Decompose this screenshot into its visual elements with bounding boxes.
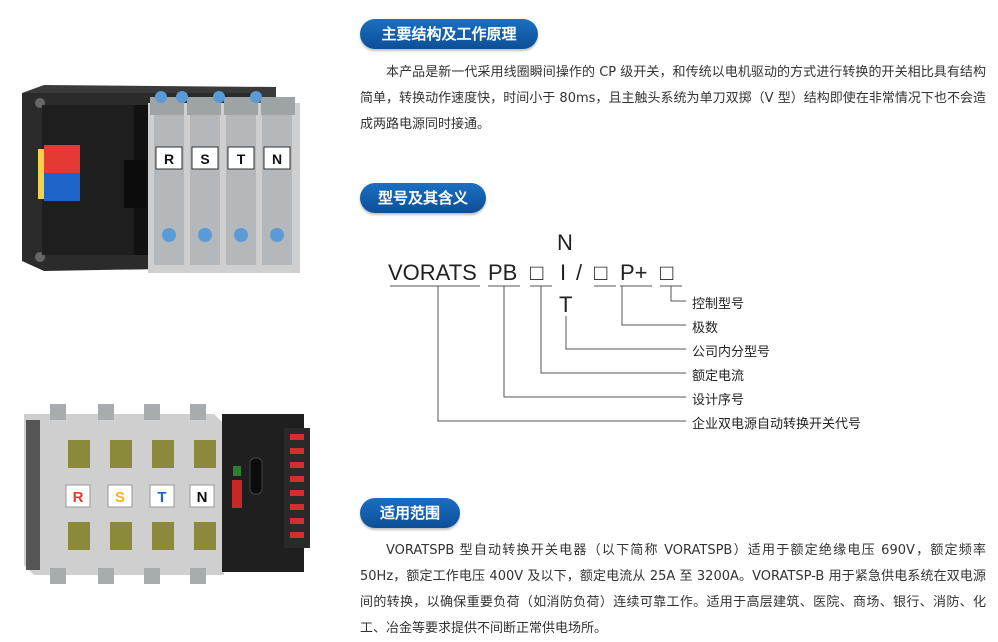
product-image-bottom: R S T N (14, 400, 324, 585)
terminal-block-icon (38, 145, 80, 201)
product-image-top: R S T N (14, 75, 314, 290)
model-t: T (559, 292, 572, 317)
model-pb: PB (488, 260, 517, 285)
pole-label: R (73, 489, 84, 506)
legend-label-enterprise-code: 企业双电源自动转换开关代号 (692, 417, 862, 432)
pole-label: S (200, 151, 209, 167)
model-box-control: □ (660, 260, 673, 285)
pole-label: N (197, 489, 208, 506)
pole-label: S (115, 489, 125, 506)
pole-label: T (157, 489, 166, 506)
model-prefix: VORATS (388, 260, 477, 285)
model-diagram: VORATS PB □ I N T / □ P+ □ (380, 228, 920, 438)
model-i: I (560, 260, 566, 285)
pole-label: N (272, 151, 282, 167)
section-title-model: 型号及其含义 (360, 183, 486, 213)
model-p-plus: P+ (620, 260, 648, 285)
model-box-poles: □ (594, 260, 607, 285)
section-title-application: 适用范围 (360, 498, 460, 528)
model-slash: / (576, 260, 583, 285)
section-title-structure: 主要结构及工作原理 (360, 19, 538, 49)
pole-label: T (237, 151, 246, 167)
legend-label-company-subtype: 公司内分型号 (692, 345, 771, 360)
model-box-current: □ (530, 260, 543, 285)
model-n: N (557, 230, 573, 255)
structure-paragraph: 本产品是新一代采用线圈瞬间操作的 CP 级开关，和传统以电机驱动的方式进行转换的… (360, 60, 986, 138)
legend-label-design-serial: 设计序号 (692, 393, 745, 408)
legend-label-rated-current: 额定电流 (692, 369, 745, 384)
legend-label-control-model: 控制型号 (692, 297, 745, 312)
legend-label-poles: 极数 (692, 321, 719, 336)
application-paragraph: VORATSPB 型自动转换开关电器（以下简称 VORATSPB）适用于额定绝缘… (360, 538, 986, 642)
structure-text: 本产品是新一代采用线圈瞬间操作的 CP 级开关，和传统以电机驱动的方式进行转换的… (360, 65, 986, 132)
application-text: VORATSPB 型自动转换开关电器（以下简称 VORATSPB）适用于额定绝缘… (360, 543, 986, 636)
pole-label: R (164, 151, 174, 167)
